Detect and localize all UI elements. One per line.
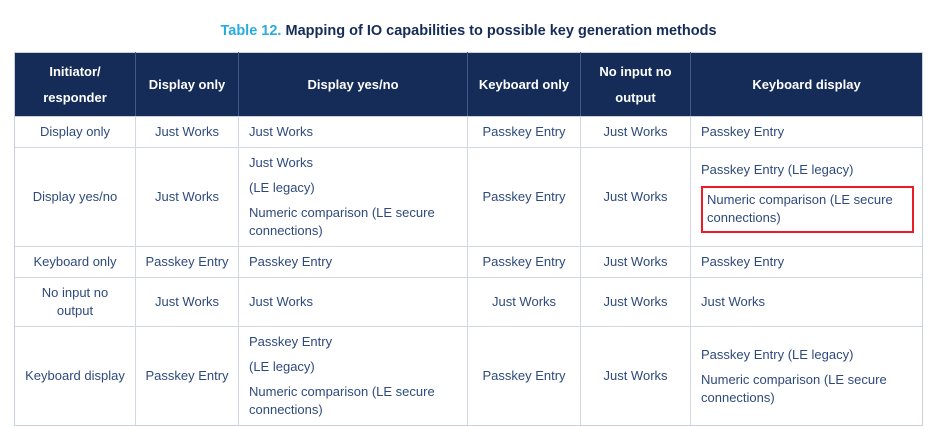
row-label-keyboard-display: Keyboard display <box>14 326 136 426</box>
column-header-no-input-no-output-line2: output <box>615 90 656 105</box>
row-label-display-yes-no: Display yes/no <box>14 147 136 247</box>
cell-keyboard-display-no-input-no-output: Just Works <box>580 326 691 426</box>
cell-display-only-no-input-no-output: Just Works <box>580 116 691 148</box>
table-caption: Table 12. Mapping of IO capabilities to … <box>0 22 937 40</box>
cell-keyboard-only-no-input-no-output: Just Works <box>580 246 691 278</box>
cell-no-input-display-yes-no: Just Works <box>238 277 468 327</box>
column-header-initiator-responder: Initiator/ responder <box>14 52 136 117</box>
cell-line-numeric-comparison: Numeric comparison (LE secure connection… <box>249 205 435 238</box>
cell-display-yes-no-keyboard-display: Passkey Entry (LE legacy) Numeric compar… <box>690 147 923 247</box>
column-header-keyboard-display: Keyboard display <box>690 52 923 117</box>
io-capability-table: Initiator/ responder Display only Displa… <box>14 52 923 426</box>
cell-line-le-legacy: (LE legacy) <box>249 180 315 195</box>
table-row: Keyboard display Passkey Entry Passkey E… <box>14 326 923 426</box>
table-header: Initiator/ responder Display only Displa… <box>14 52 923 117</box>
cell-line-passkey-entry-le-legacy: Passkey Entry (LE legacy) <box>701 346 854 362</box>
cell-display-only-display-yes-no: Just Works <box>238 116 468 148</box>
cell-keyboard-only-keyboard-display: Passkey Entry <box>690 246 923 278</box>
column-header-no-input-no-output-line1: No input no <box>599 64 672 79</box>
cell-no-input-keyboard-display: Just Works <box>690 277 923 327</box>
column-header-initiator-responder-line2: responder <box>43 90 107 105</box>
table-row: No input no output Just Works Just Works… <box>14 277 923 327</box>
table-header-row: Initiator/ responder Display only Displa… <box>14 52 923 117</box>
row-label-display-only: Display only <box>14 116 136 148</box>
cell-keyboard-display-keyboard-only: Passkey Entry <box>467 326 581 426</box>
cell-keyboard-display-keyboard-display: Passkey Entry (LE legacy) Numeric compar… <box>690 326 923 426</box>
cell-display-yes-no-display-only: Just Works <box>135 147 239 247</box>
cell-no-input-display-only: Just Works <box>135 277 239 327</box>
cell-keyboard-only-keyboard-only: Passkey Entry <box>467 246 581 278</box>
column-header-keyboard-only: Keyboard only <box>467 52 581 117</box>
table-caption-text: Mapping of IO capabilities to possible k… <box>285 23 717 39</box>
cell-display-only-keyboard-only: Passkey Entry <box>467 116 581 148</box>
column-header-display-yes-no: Display yes/no <box>238 52 468 117</box>
column-header-no-input-no-output: No input no output <box>580 52 691 117</box>
cell-no-input-no-input-no-output: Just Works <box>580 277 691 327</box>
row-label-keyboard-only: Keyboard only <box>14 246 136 278</box>
column-header-initiator-responder-line1: Initiator/ <box>49 64 101 79</box>
cell-display-only-display-only: Just Works <box>135 116 239 148</box>
table-caption-label: Table 12. <box>220 23 282 39</box>
cell-display-yes-no-no-input-no-output: Just Works <box>580 147 691 247</box>
cell-line-le-legacy: (LE legacy) <box>249 359 315 374</box>
cell-keyboard-only-display-only: Passkey Entry <box>135 246 239 278</box>
cell-line-numeric-comparison: Numeric comparison (LE secure connection… <box>701 371 887 405</box>
highlighted-numeric-comparison-annotation: Numeric comparison (LE secure connection… <box>701 186 914 233</box>
cell-keyboard-display-display-only: Passkey Entry <box>135 326 239 426</box>
cell-line-passkey-entry: Passkey Entry <box>249 334 333 349</box>
table-body: Display only Just Works Just Works Passk… <box>14 116 923 426</box>
cell-line-numeric-comparison: Numeric comparison (LE secure connection… <box>249 384 435 417</box>
table-row: Keyboard only Passkey Entry Passkey Entr… <box>14 246 923 278</box>
cell-display-yes-no-keyboard-only: Passkey Entry <box>467 147 581 247</box>
page-root: Table 12. Mapping of IO capabilities to … <box>0 22 937 426</box>
table-row: Display only Just Works Just Works Passk… <box>14 116 923 148</box>
cell-keyboard-only-display-yes-no: Passkey Entry <box>238 246 468 278</box>
table-row: Display yes/no Just Works Just Works (LE… <box>14 147 923 247</box>
cell-keyboard-display-display-yes-no: Passkey Entry (LE legacy) Numeric compar… <box>238 326 468 426</box>
column-header-display-only: Display only <box>135 52 239 117</box>
cell-line-just-works: Just Works <box>249 155 314 170</box>
cell-line-passkey-entry-le-legacy: Passkey Entry (LE legacy) <box>701 162 854 177</box>
io-capability-table-wrapper: Initiator/ responder Display only Displa… <box>14 52 923 426</box>
cell-display-yes-no-display-yes-no: Just Works (LE legacy) Numeric compariso… <box>238 147 468 247</box>
row-label-no-input-no-output: No input no output <box>14 277 136 327</box>
cell-no-input-keyboard-only: Just Works <box>467 277 581 327</box>
cell-display-only-keyboard-display: Passkey Entry <box>690 116 923 148</box>
